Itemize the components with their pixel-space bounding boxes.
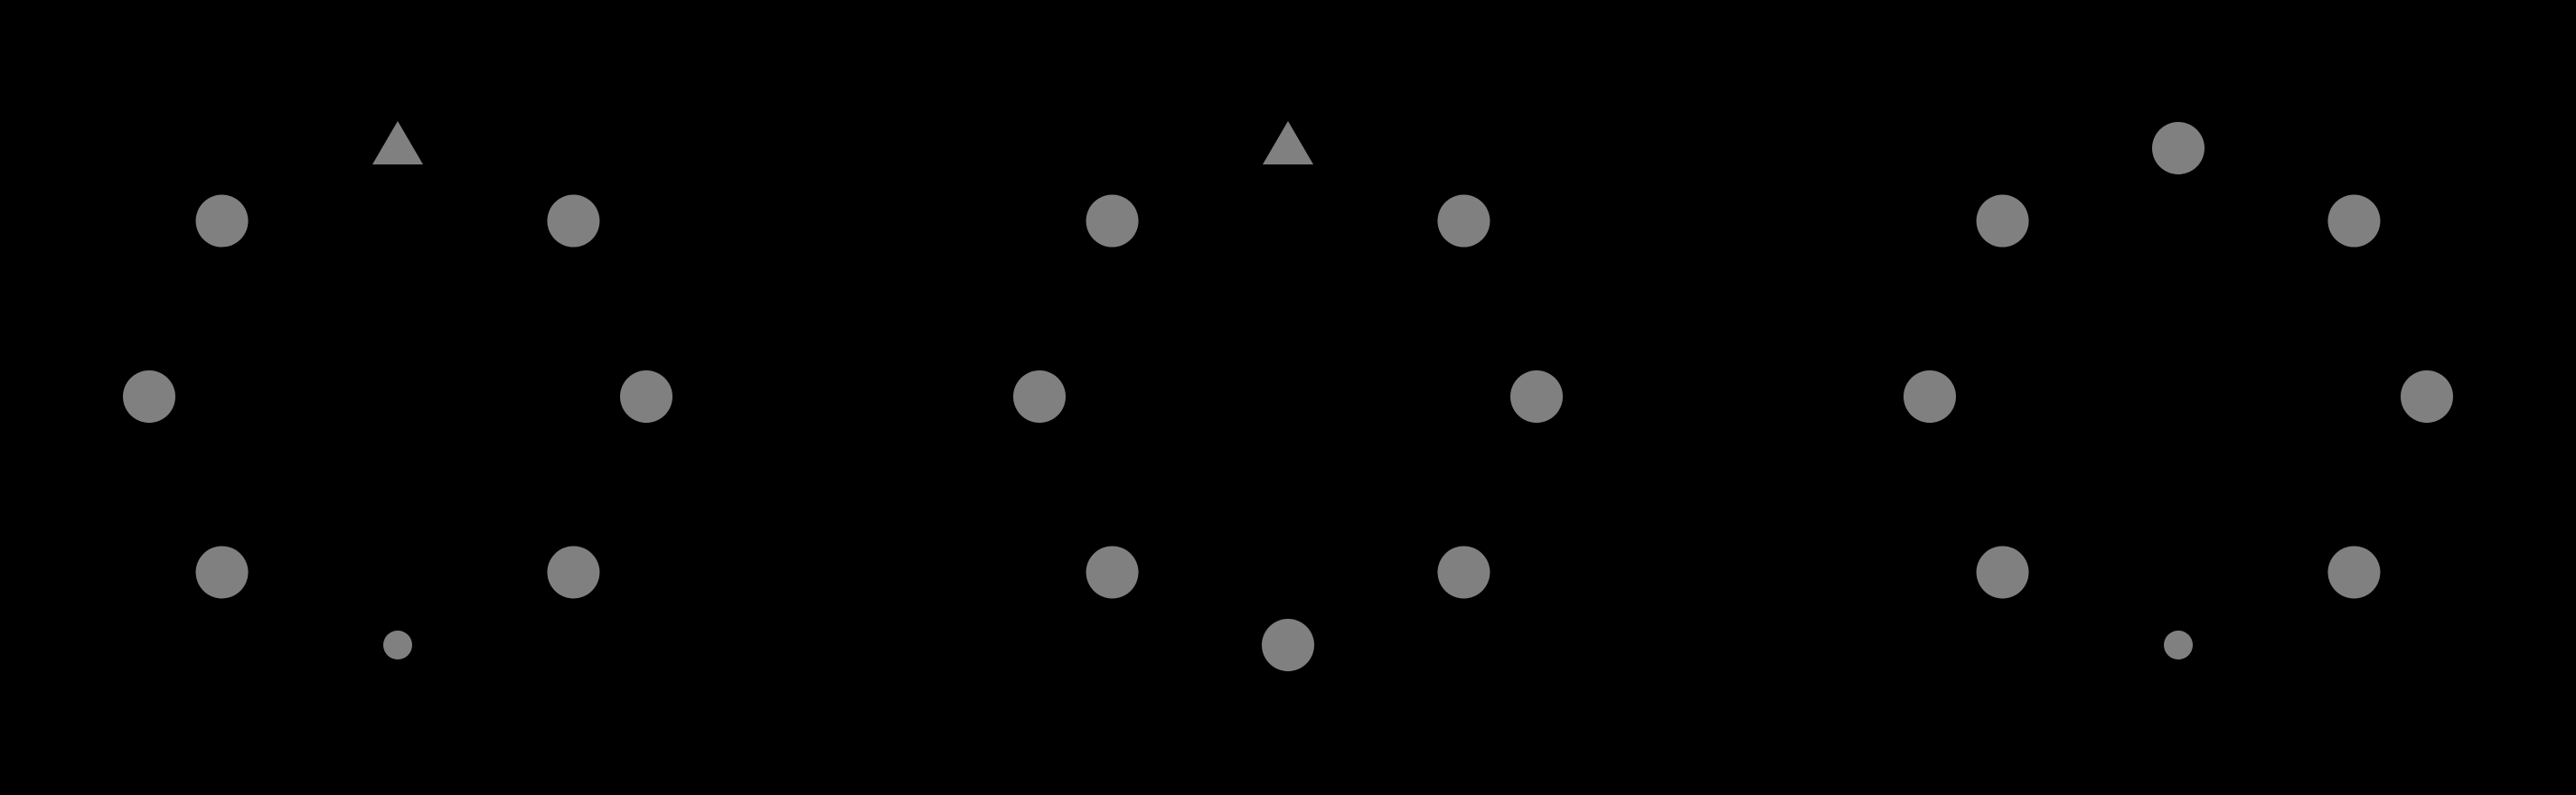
triangle-shape (372, 121, 423, 164)
circle-shape (1976, 194, 2029, 248)
circle-shape (195, 194, 249, 248)
circle-shape (1510, 370, 1563, 423)
circle-shape (547, 194, 600, 248)
panel-1 (123, 121, 672, 659)
small-circle-shape (383, 631, 412, 659)
triangle-shape (1263, 121, 1313, 164)
circle-shape (547, 546, 600, 599)
circle-shape (2327, 194, 2381, 248)
circle-shape (1013, 370, 1066, 423)
circle-shape (1904, 370, 1956, 423)
circle-shape (123, 370, 175, 423)
circle-shape (2327, 546, 2381, 599)
circle-shape (1976, 546, 2029, 599)
small-circle-shape (2164, 631, 2193, 659)
circle-shape (2401, 370, 2453, 423)
panel-3 (1904, 122, 2453, 659)
circle-shape (1262, 619, 1314, 671)
circle-shape (1086, 194, 1139, 248)
panel-2 (1013, 121, 1563, 671)
circle-shape (620, 370, 672, 423)
circle-shape (1437, 546, 1490, 599)
circle-shape (195, 546, 249, 599)
circle-shape (1086, 546, 1139, 599)
panels-layer (123, 121, 2453, 671)
circle-shape (2152, 122, 2205, 174)
circle-shape (1437, 194, 1490, 248)
